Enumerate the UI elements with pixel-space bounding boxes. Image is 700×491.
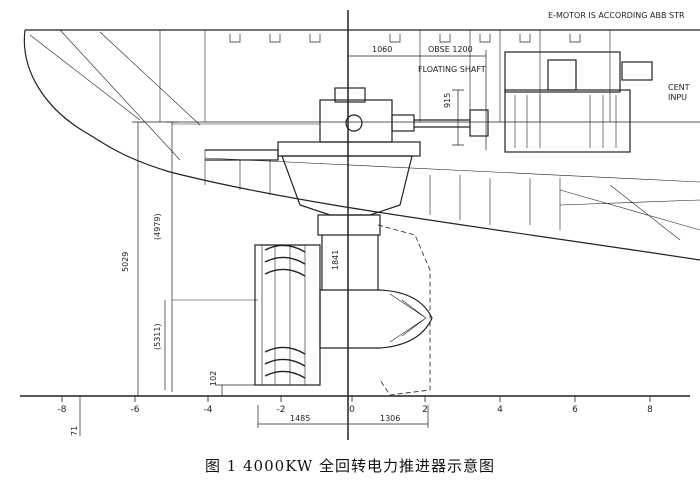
input-coupling	[391, 114, 415, 132]
dim-obse-label: OBSE 1200	[428, 45, 473, 54]
floating-shaft	[414, 119, 470, 128]
axis-tick-label: 2	[422, 405, 428, 415]
pod-cone-lines	[389, 293, 427, 343]
shaft-coupling	[469, 109, 489, 137]
axis-tick-label: 4	[497, 405, 503, 415]
axis-tick-label: -2	[277, 405, 286, 415]
dim-5029-label: 5029	[121, 252, 130, 272]
dim-1306-label: 1306	[380, 414, 400, 423]
right-inp-label: INPU	[668, 93, 687, 102]
horizontal-guide	[172, 123, 320, 301]
dim-102-line	[215, 384, 260, 396]
lower-frames	[204, 150, 700, 230]
frame-stiffeners	[159, 30, 611, 122]
e-motor-top-frame	[504, 51, 621, 93]
dim-bottom-line	[257, 405, 429, 428]
deck-brackets	[229, 34, 581, 43]
leg-neck	[317, 214, 381, 236]
housing-flange	[205, 149, 279, 161]
gearbox-cap	[334, 87, 366, 103]
axis-tick-label: -8	[58, 405, 67, 415]
dim-71-label: 71	[70, 426, 79, 436]
axis-tick-label: 6	[572, 405, 578, 415]
e-motor	[504, 89, 631, 153]
dim-915-line	[452, 89, 464, 146]
axis-tick-label: 8	[647, 405, 653, 415]
hull-diagonal	[29, 29, 201, 161]
nozzle-blade-tips	[264, 244, 306, 379]
slewing-ring-plate	[277, 141, 421, 157]
axis-tick-label: -4	[204, 405, 213, 415]
nozzle-ring-segments	[261, 245, 306, 385]
hull-bow-curve	[23, 29, 171, 173]
dim-102-label: 102	[209, 371, 218, 386]
dim-top-line	[348, 50, 487, 150]
dim-5311-label: (5311)	[153, 323, 162, 350]
emotor-note: E-MOTOR IS ACCORDING ABB STR	[548, 11, 685, 20]
hull-bottom-line	[169, 171, 700, 261]
gearbox-input-flange	[345, 114, 363, 132]
nozzle	[254, 244, 321, 386]
thruster-leg	[321, 235, 379, 290]
floating-shaft-label: FLOATING SHAFT	[418, 65, 486, 74]
rudder-skeg	[377, 224, 431, 396]
dim-5029-line	[132, 121, 144, 396]
dim-915-label: 915	[443, 93, 452, 108]
dim-1485-label: 1485	[290, 414, 310, 423]
axis-ticks	[61, 396, 651, 402]
e-motor-ribs	[514, 95, 617, 148]
dim-4979-label: (4979)	[153, 213, 162, 240]
upper-gearbox	[319, 99, 393, 143]
axis-tick-label: -6	[131, 405, 140, 415]
e-motor-terminal-box	[547, 59, 577, 91]
dim-4979-line	[166, 121, 178, 392]
propulsion-pod	[319, 289, 433, 349]
axis-tick-label: 0	[349, 405, 355, 415]
cooling-fan	[621, 61, 653, 81]
dim-1060-label: 1060	[372, 45, 392, 54]
right-hull-hatch	[559, 184, 700, 241]
dim-1841-label: 1841	[331, 250, 340, 270]
right-cen-label: CENT	[668, 83, 690, 92]
azimuth-thruster-drawing: E-MOTOR IS ACCORDING ABB STR 1060 OBSE 1…	[20, 10, 700, 440]
figure-caption: 图 1 4000KW 全回转电力推进器示意图	[204, 457, 496, 475]
